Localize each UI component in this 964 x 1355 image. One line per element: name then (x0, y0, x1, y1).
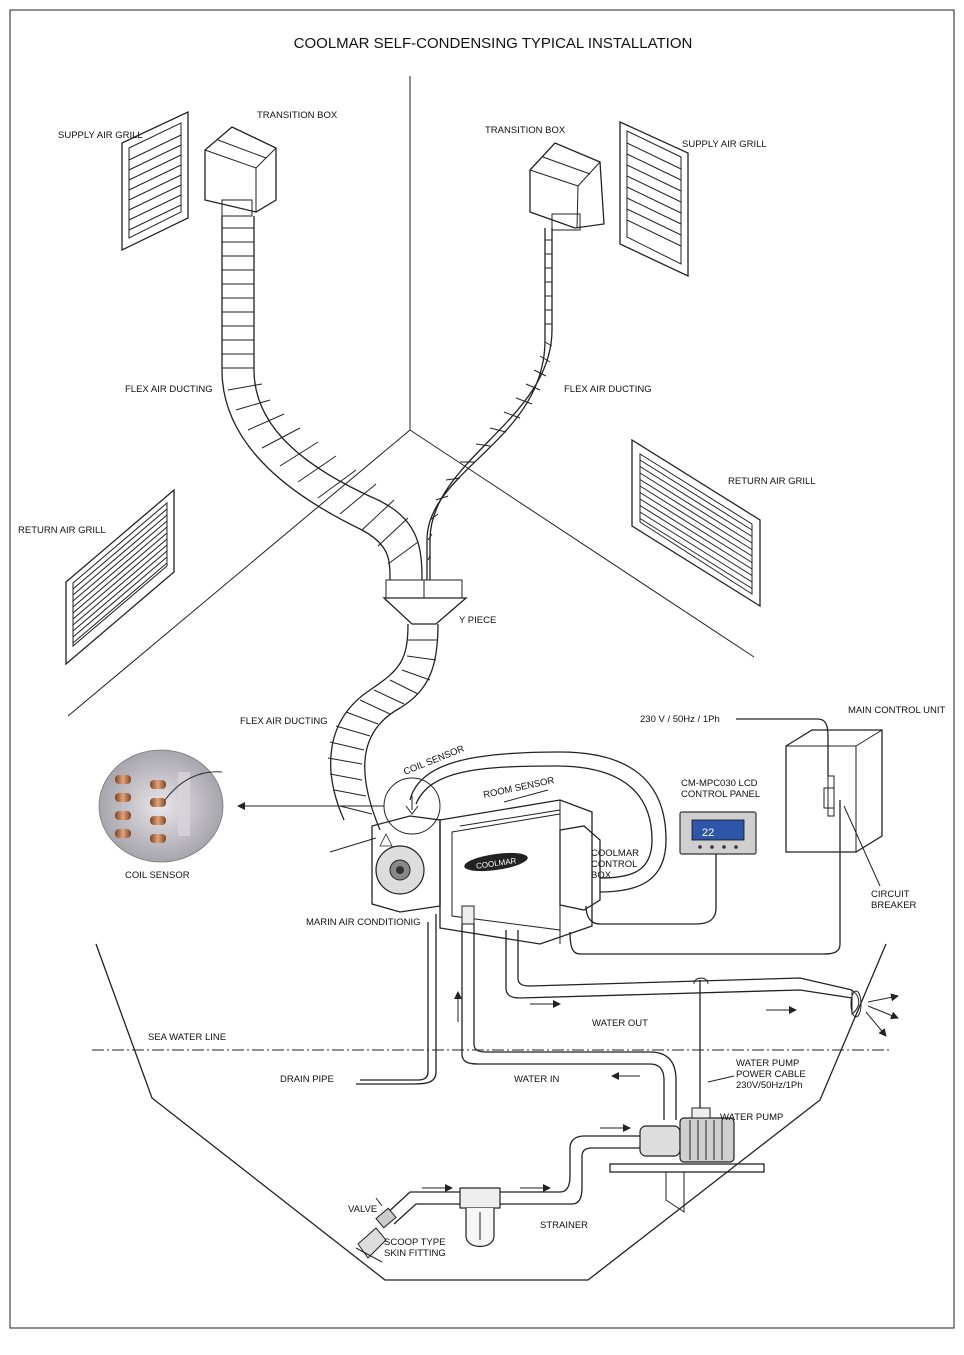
control-box-label-2: CONTROL (591, 859, 637, 870)
supply-air-grill-right-label: SUPPLY AIR GRILL (682, 139, 767, 150)
transition-box-right (529, 142, 605, 231)
drain-pipe-label: DRAIN PIPE (280, 1074, 334, 1085)
return-air-grill-right-label: RETURN AIR GRILL (728, 476, 816, 487)
coil-sensor-highlight (383, 777, 441, 835)
flex-duct-left (221, 216, 423, 581)
lcd-panel-label-1: CM-MPC030 LCD (681, 778, 758, 789)
unit-power-cable (569, 800, 841, 955)
strainer-label: STRAINER (540, 1220, 588, 1231)
skin-fitting-label-2: SKIN FITTING (384, 1248, 446, 1259)
return-air-grill-right (631, 438, 761, 608)
transition-box-left (204, 126, 277, 217)
power-supply-cable (736, 718, 829, 776)
flex-air-ducting-left-label: FLEX AIR DUCTING (125, 384, 213, 395)
coil-sensor-photo (98, 749, 224, 863)
main-control-unit-label: MAIN CONTROL UNIT (848, 705, 945, 716)
skin-fitting-label-1: SCOOP TYPE (384, 1237, 445, 1248)
diagram-title: COOLMAR SELF-CONDENSING TYPICAL INSTALLA… (294, 35, 693, 52)
flex-duct-lower (327, 623, 439, 831)
water-out-label: WATER OUT (592, 1018, 648, 1029)
supply-air-grill-right (619, 120, 689, 278)
supply-air-grill-left (121, 110, 189, 252)
marine-ac-label: MARIN AIR CONDITIONIG (306, 917, 421, 928)
transition-box-left-label: TRANSITION BOX (257, 110, 338, 121)
flex-air-ducting-lower-label: FLEX AIR DUCTING (240, 716, 328, 727)
circuit-breaker-label-1: CIRCUIT (871, 889, 910, 900)
control-box-label-1: COOLMAR (591, 848, 639, 859)
return-air-grill-left (65, 488, 175, 666)
sea-water-line-label: SEA WATER LINE (148, 1032, 226, 1043)
supply-air-grill-left-label: SUPPLY AIR GRILL (58, 130, 143, 141)
lcd-display-value: 22 (702, 827, 714, 839)
flex-duct-right (426, 228, 553, 580)
water-pump-label: WATER PUMP (720, 1112, 783, 1123)
discharge-arrow-2 (867, 1005, 899, 1020)
room-sensor-label: ROOM SENSOR (482, 775, 555, 801)
power-supply-label: 230 V / 50Hz / 1Ph (640, 714, 720, 725)
coil-sensor-photo-label: COIL SENSOR (125, 870, 190, 881)
room-sensor-probe (503, 789, 549, 803)
discharge-arrow-1 (867, 993, 899, 1003)
unit-pointer (329, 837, 377, 853)
coil-sensor-label: COIL SENSOR (402, 743, 466, 777)
boat-hull (95, 943, 887, 1281)
discharge-arrow-3 (865, 1011, 887, 1037)
pump-cable-label-3: 230V/50Hz/1Ph (736, 1080, 803, 1091)
y-piece (382, 579, 468, 625)
water-pump (609, 1107, 765, 1213)
lcd-panel-label-2: CONTROL PANEL (681, 789, 760, 800)
flex-air-ducting-right-label: FLEX AIR DUCTING (564, 384, 652, 395)
skin-fitting (355, 1227, 387, 1263)
lcd-control-panel: 22 (679, 811, 757, 855)
page-border (9, 9, 955, 1329)
pump-cable-label-2: POWER CABLE (736, 1069, 806, 1080)
pump-cable-label-1: WATER PUMP (736, 1058, 799, 1069)
valve-label: VALVE (348, 1204, 377, 1215)
lcd-panel-cable (585, 854, 717, 925)
sensor-cable (409, 751, 667, 893)
control-box-label-3: BOX (591, 870, 612, 881)
main-control-unit (785, 729, 883, 853)
return-air-grill-left-label: RETURN AIR GRILL (18, 525, 106, 536)
circuit-breaker-pointer (843, 805, 881, 887)
transition-box-right-label: TRANSITION BOX (485, 125, 566, 136)
room-walls (67, 76, 755, 717)
drain-pipe (360, 922, 429, 1081)
intake-pipe (383, 1135, 640, 1225)
down-arrow-icon (405, 796, 419, 815)
water-out-pipe (505, 930, 862, 1018)
y-piece-label: Y PIECE (459, 615, 496, 626)
strainer (459, 1187, 501, 1248)
circuit-breaker-label-2: BREAKER (871, 900, 917, 911)
water-in-pipe (461, 924, 677, 1120)
valve (375, 1197, 397, 1229)
water-in-label: WATER IN (514, 1074, 560, 1085)
marine-air-conditioning-unit: COOLMAR (371, 799, 601, 945)
